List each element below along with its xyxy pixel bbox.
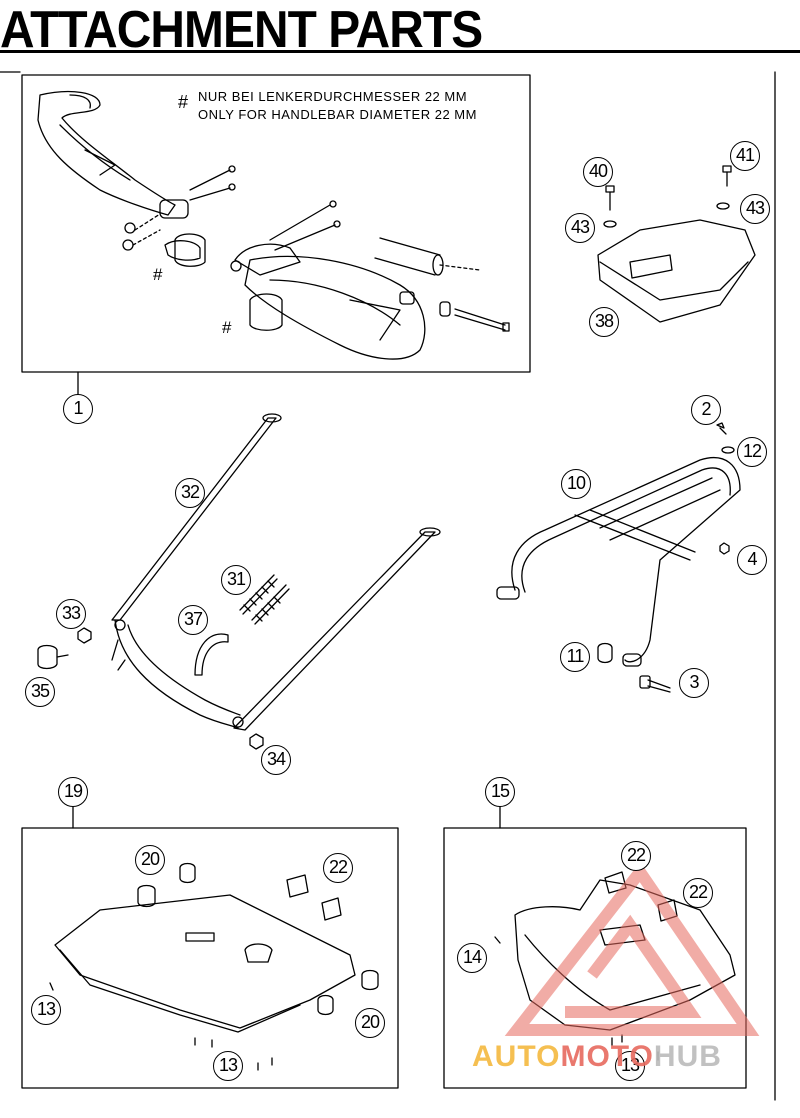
knob-35 — [37, 644, 58, 670]
callout-1: 1 — [63, 394, 93, 424]
nut-33 — [77, 627, 92, 644]
title-rule — [0, 50, 800, 53]
callout-19: 19 — [58, 777, 88, 807]
spacer-11 — [597, 642, 613, 664]
washer-43b — [716, 202, 730, 210]
callout-22c: 22 — [683, 878, 713, 908]
callout-14: 14 — [457, 943, 487, 973]
engine-guard-box — [443, 827, 747, 1089]
callout-32: 32 — [175, 478, 205, 508]
page-frame — [0, 71, 776, 1101]
callout-4: 4 — [737, 545, 767, 575]
callout-11: 11 — [560, 642, 590, 672]
watermark-text: AUTOMOTOHUB — [472, 1040, 722, 1074]
seat-pad — [597, 219, 756, 323]
callout-2: 2 — [691, 395, 721, 425]
callout-10: 10 — [561, 469, 591, 499]
page-title: ATTACHMENT PARTS — [0, 1, 483, 59]
skid-plate — [54, 894, 356, 1029]
nut-left-2 — [122, 239, 134, 251]
luggage-rack — [511, 457, 741, 663]
hash-mark-1: # — [153, 265, 163, 284]
nut-left-1 — [124, 222, 136, 234]
watermark-logo — [504, 861, 760, 1036]
callout-40: 40 — [583, 157, 613, 187]
spring-2 — [251, 584, 290, 625]
center-stand-frame — [114, 619, 239, 729]
callout-12: 12 — [737, 437, 767, 467]
handguard-box — [21, 74, 531, 373]
callout-3: 3 — [679, 668, 709, 698]
callout-13c: 13 — [615, 1051, 645, 1081]
note-line-1: NUR BEI LENKERDURCHMESSER 22 MM — [198, 89, 468, 104]
center-stand-leg-1 — [111, 417, 277, 621]
callout-34: 34 — [261, 745, 291, 775]
callout-41: 41 — [730, 141, 760, 171]
bolt-3 — [647, 679, 671, 693]
callout-22a: 22 — [323, 853, 353, 883]
note-line-2: ONLY FOR HANDLEBAR DIAMETER 22 MM — [198, 107, 477, 122]
callout-33: 33 — [56, 599, 86, 629]
handguard-left — [37, 90, 176, 216]
callout-15: 15 — [485, 777, 515, 807]
washer-43a — [603, 220, 617, 228]
nut-34 — [249, 733, 264, 750]
callout-43b: 43 — [740, 194, 770, 224]
watermark-part-2: MOTO — [560, 1040, 654, 1073]
hash-mark-2: # — [222, 318, 232, 337]
bracket-22 — [286, 874, 309, 898]
callout-31: 31 — [221, 565, 251, 595]
callout-43a: 43 — [565, 213, 595, 243]
note-hash-symbol: # — [178, 92, 189, 112]
center-stand-leg-2 — [233, 531, 436, 731]
callout-20a: 20 — [135, 845, 165, 875]
callout-35: 35 — [25, 677, 55, 707]
ktm-logo-shape — [629, 254, 673, 279]
clamp-left — [159, 199, 189, 219]
handguard-right — [244, 255, 426, 360]
rubber-20b — [361, 969, 379, 991]
stopper-37 — [194, 633, 229, 676]
nut-4 — [719, 542, 730, 555]
watermark-part-1: AUTO — [472, 1040, 561, 1073]
rubber-20a — [137, 884, 156, 908]
callout-20b: 20 — [355, 1008, 385, 1038]
callout-22b: 22 — [621, 841, 651, 871]
callout-13b: 13 — [213, 1051, 243, 1081]
callout-37: 37 — [178, 605, 208, 635]
skid-plate-box — [21, 827, 399, 1089]
callout-38: 38 — [589, 307, 619, 337]
callout-13a: 13 — [31, 995, 61, 1025]
watermark-part-3: HUB — [653, 1040, 722, 1073]
handlebar-tube — [374, 237, 441, 276]
